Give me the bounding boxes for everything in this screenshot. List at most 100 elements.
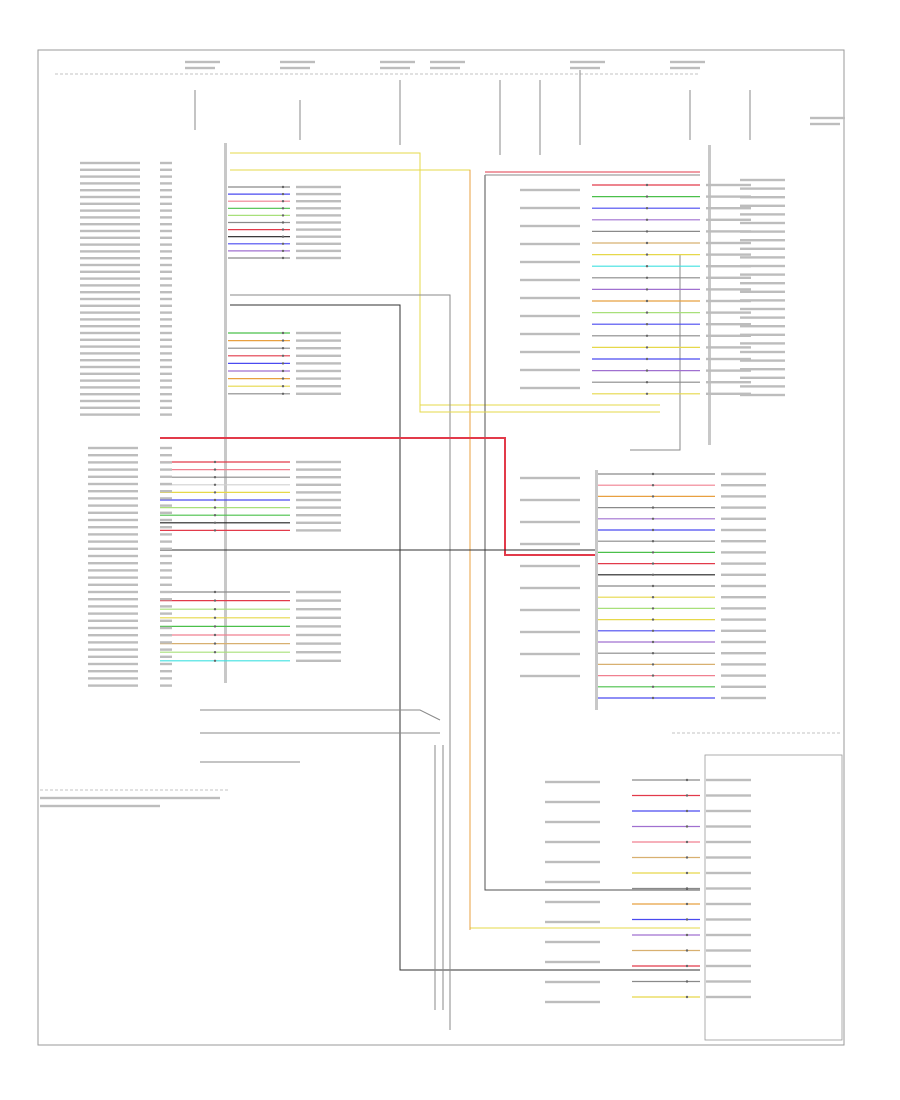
left-bottom-bundle-label xyxy=(296,651,341,654)
left-pin-name xyxy=(80,161,140,165)
header-component-label xyxy=(185,66,215,70)
left-pin-name xyxy=(80,250,140,253)
left-lower-pin-name xyxy=(88,677,138,680)
left-pin-num xyxy=(160,175,172,178)
left-low-bundle-pin xyxy=(213,468,217,471)
left-lower-pin-num xyxy=(160,684,172,687)
left-pin-num xyxy=(160,331,172,335)
left-bottom-bundle-pin xyxy=(213,651,217,654)
right-pin-name xyxy=(740,342,785,345)
right-upper-bundle-pin xyxy=(645,253,649,256)
right-upper-bundle-label xyxy=(706,334,751,337)
left-low-bundle-label xyxy=(296,460,341,464)
right-mid-bundle-pin xyxy=(651,607,655,610)
left-lower-pin-num xyxy=(160,454,172,457)
left-top-bundle-pin xyxy=(281,207,285,210)
left-pin-name xyxy=(80,386,140,389)
left-pin-name xyxy=(80,365,140,369)
right-mid-inner-label xyxy=(520,652,580,656)
bottom-right-bundle-label xyxy=(706,871,751,875)
left-pin-num xyxy=(160,352,172,355)
header-component-label xyxy=(380,66,410,70)
right-pin-name xyxy=(740,178,785,182)
left-lower-pin-num xyxy=(160,612,172,615)
left-lower-pin-num xyxy=(160,497,172,500)
left-mid-bundle-pin xyxy=(281,354,285,357)
right-mid-bundle-label xyxy=(721,506,766,509)
bottom-right-bundle-label xyxy=(706,794,751,797)
left-pin-num xyxy=(160,270,172,273)
right-mid-inner-label xyxy=(520,498,580,502)
left-connector-bar xyxy=(224,143,227,683)
left-pin-name xyxy=(80,318,140,321)
right-upper-bundle-pin xyxy=(645,276,649,279)
right-upper-bundle-label xyxy=(706,230,751,233)
bottom-right-bundle-pin xyxy=(685,918,689,921)
left-lower-pin-num xyxy=(160,677,172,680)
bottom-inner-label xyxy=(545,880,600,884)
right-mid-inner-label xyxy=(520,520,580,524)
left-pin-name xyxy=(80,338,140,341)
left-pin-name xyxy=(80,372,140,375)
left-lower-pin-num xyxy=(160,475,172,478)
left-low-bundle-pin xyxy=(213,529,217,532)
left-low-bundle-pin xyxy=(213,506,217,509)
left-lower-pin-name xyxy=(88,497,138,500)
trunk-black-left xyxy=(230,304,700,971)
left-lower-pin-name xyxy=(88,619,138,622)
left-lower-pin-num xyxy=(160,482,172,486)
left-mid-bundle-label xyxy=(296,339,341,342)
right-upper-bundle-label xyxy=(706,369,751,372)
left-lower-pin-name xyxy=(88,648,138,651)
right-mid-bundle-label xyxy=(721,495,766,498)
right-mid-bundle-label xyxy=(721,551,766,554)
left-low-bundle-label xyxy=(296,476,341,479)
trunk-yellow-right xyxy=(419,405,660,413)
bottom-inner-label xyxy=(545,1000,600,1004)
right-pin-name xyxy=(740,307,785,311)
left-pin-name xyxy=(80,263,140,267)
left-top-bundle-label xyxy=(296,228,341,231)
left-pin-name xyxy=(80,189,140,192)
right-pin-name xyxy=(740,393,785,397)
right-upper-bundle-pin xyxy=(645,241,649,245)
left-pin-num xyxy=(160,277,172,280)
header-component-label xyxy=(810,116,845,120)
bottom-right-bundle-pin xyxy=(685,778,689,782)
left-bottom-bundle-pin xyxy=(213,608,217,611)
header-component-label xyxy=(430,66,460,70)
right-upper-bundle-pin xyxy=(645,299,649,303)
left-mid-bundle-pin xyxy=(281,369,285,373)
left-lower-pin-name xyxy=(88,533,138,536)
left-pin-name xyxy=(80,399,140,403)
right-mid-bundle-label xyxy=(721,596,766,599)
left-lower-pin-name xyxy=(88,612,138,615)
left-top-bundle-pin xyxy=(281,235,285,238)
left-pin-name xyxy=(80,284,140,287)
bottom-inner-label xyxy=(545,920,600,924)
left-pin-name xyxy=(80,216,140,219)
left-pin-name xyxy=(80,182,140,185)
right-pin-name xyxy=(740,359,785,362)
left-pin-num xyxy=(160,318,172,321)
left-pin-num xyxy=(160,243,172,246)
left-lower-pin-name xyxy=(88,598,138,601)
bottom-right-bundle-pin xyxy=(685,933,689,937)
left-pin-name xyxy=(80,195,140,199)
right-mid-bundle-label xyxy=(721,528,766,532)
trunk-yellow-top xyxy=(230,152,660,406)
right-mid-bundle-pin xyxy=(651,562,655,565)
left-lower-pin-num xyxy=(160,662,172,666)
right-mid-bundle-label xyxy=(721,696,766,700)
left-pin-name xyxy=(80,168,140,171)
left-mid-bundle-pin xyxy=(281,392,285,395)
right-mid-bundle-label xyxy=(721,607,766,610)
right-upper-bundle-pin xyxy=(645,218,649,221)
left-pin-name xyxy=(80,270,140,273)
left-mid-bundle-pin xyxy=(281,385,285,388)
bottom-right-bundle-pin xyxy=(685,825,689,828)
left-pin-name xyxy=(80,359,140,362)
bottom-right-bundle-pin xyxy=(685,980,689,983)
left-lower-pin-num xyxy=(160,598,172,601)
left-pin-num xyxy=(160,338,172,341)
